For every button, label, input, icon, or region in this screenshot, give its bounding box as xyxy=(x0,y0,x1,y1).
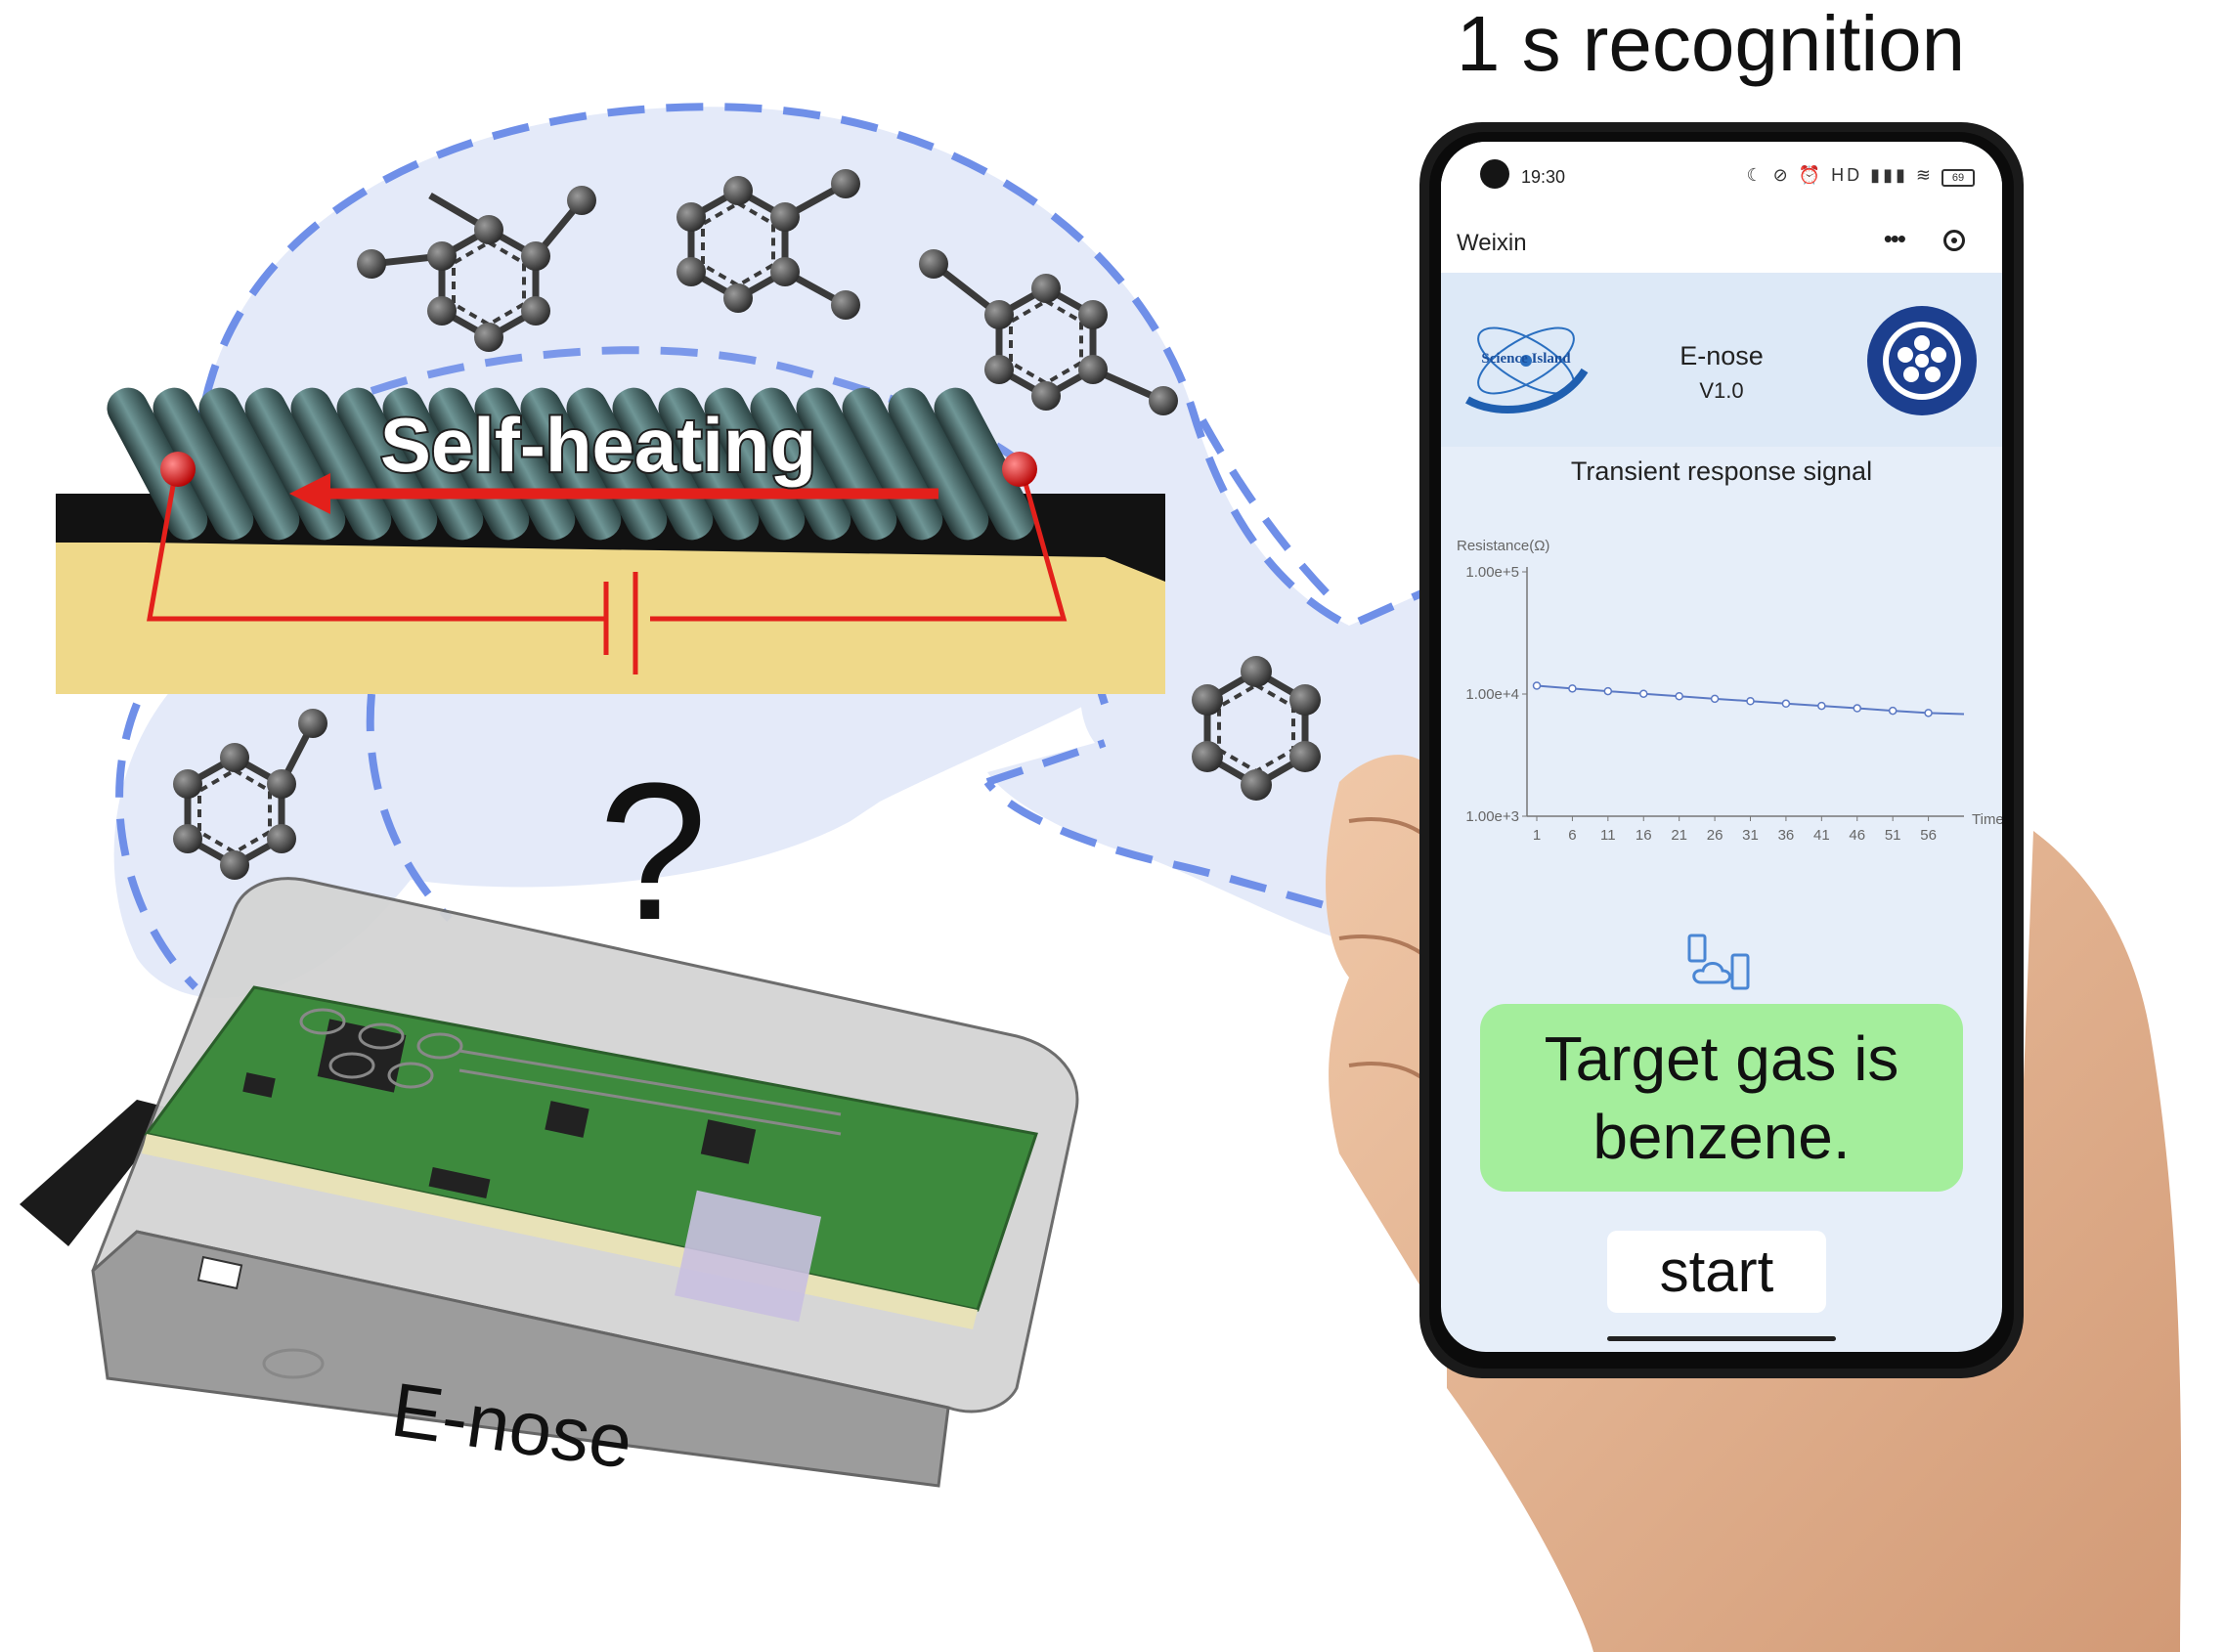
app-header: Science Island E-nose V1.0 xyxy=(1441,273,2002,447)
chart-x-tick-label: 36 xyxy=(1778,827,1795,844)
chart-point xyxy=(1603,686,1613,696)
chart-x-tick-label: 31 xyxy=(1742,827,1759,844)
chart-point xyxy=(1710,694,1720,704)
chart-x-tick-label: 46 xyxy=(1849,827,1865,844)
chart-point xyxy=(1639,689,1648,698)
molecule-para-xylene xyxy=(919,249,1178,415)
nanowire-rod xyxy=(796,387,897,541)
circuit-wire xyxy=(147,468,1068,674)
front-camera xyxy=(1480,159,1509,189)
chart-ylabel: Resistance(Ω) xyxy=(1457,538,1549,554)
chart-x-tick-label: 1 xyxy=(1533,827,1541,844)
status-icons: ☾ ⊘ ⏰ HD ▮▮▮ ≋ 69 xyxy=(1747,165,1975,187)
phone-screen: 19:30 ☾ ⊘ ⏰ HD ▮▮▮ ≋ 69 Weixin ••• Scien… xyxy=(1441,142,2002,1352)
close-miniprogram-icon[interactable] xyxy=(1943,230,1965,251)
nanowire-rod xyxy=(382,387,484,541)
chart-x-tick-label: 6 xyxy=(1568,827,1576,844)
result-line-2: benzene. xyxy=(1592,1102,1851,1172)
chart-point xyxy=(1568,684,1577,693)
app-name: E-nose xyxy=(1680,341,1764,370)
chart-point xyxy=(1888,706,1898,716)
chart-point xyxy=(1853,704,1861,713)
chart-point xyxy=(1924,709,1933,717)
chart-x-tick-label: 21 xyxy=(1671,827,1687,844)
nanowire-rod xyxy=(566,387,668,541)
figure-title: 1 s recognition xyxy=(1457,0,1965,87)
chart-y-tick-label: 1.00e+5 xyxy=(1465,564,1519,581)
signal-title: Transient response signal xyxy=(1570,456,1873,486)
battery-icon: 69 xyxy=(1941,169,1975,187)
chart-x-tick-label: 26 xyxy=(1707,827,1723,844)
chart-point xyxy=(1817,701,1826,711)
home-indicator xyxy=(1607,1336,1836,1341)
electrode-right xyxy=(1002,452,1037,487)
chart-x-tick-label: 11 xyxy=(1600,827,1616,844)
e-nose-device: E-nose xyxy=(20,877,1079,1488)
nanowire-rod xyxy=(336,387,438,541)
chart-point xyxy=(1781,699,1791,709)
chart-x-tick-label: 16 xyxy=(1636,827,1652,844)
nanowire-rod xyxy=(153,387,254,541)
nanowire-rod xyxy=(290,387,392,541)
nanowire-rod xyxy=(750,387,851,541)
nanowire-rod xyxy=(934,387,1035,541)
nanowire-rod xyxy=(107,387,208,541)
chart-x-tick-label: 41 xyxy=(1813,827,1830,844)
chart-x-tick-label: 51 xyxy=(1885,827,1901,844)
wechat-title-bar: Weixin ••• xyxy=(1441,212,2002,273)
current-arrow xyxy=(289,473,938,514)
status-indicator-icons: ☾ ⊘ ⏰ HD ▮▮▮ ≋ xyxy=(1746,165,1934,185)
science-island-text: Science Island xyxy=(1481,351,1571,367)
chart-point xyxy=(1532,681,1542,690)
result-box: Target gas is benzene. xyxy=(1480,1004,1963,1192)
chart-point xyxy=(1675,691,1683,701)
nanowire-rod xyxy=(474,387,576,541)
nanowire-rod xyxy=(198,387,300,541)
molecule-meta-xylene xyxy=(357,186,596,352)
science-island-logo: Science Island xyxy=(1465,326,1589,413)
molecule-benzene xyxy=(1192,656,1321,801)
self-heating-label: Self-heating xyxy=(380,402,816,488)
device-cloud-icon xyxy=(1687,934,1750,990)
electrode-left xyxy=(160,452,196,487)
nanowire-rod xyxy=(612,387,714,541)
result-line-1: Target gas is xyxy=(1544,1023,1899,1094)
status-time: 19:30 xyxy=(1521,167,1566,187)
chart-y-tick-label: 1.00e+4 xyxy=(1465,686,1519,703)
sensor-panel: Self-heating xyxy=(56,387,1165,694)
nanowire-rod xyxy=(428,387,530,541)
chart-point xyxy=(1746,696,1755,706)
question-mark: ? xyxy=(598,743,707,961)
nanowire-rod xyxy=(888,387,989,541)
nanowire-rod xyxy=(704,387,806,541)
chart-y-tick-label: 1.00e+3 xyxy=(1465,808,1519,825)
more-menu-icon[interactable]: ••• xyxy=(1883,224,1906,253)
chart-x-tick-label: 56 xyxy=(1920,827,1937,844)
nanowire-rod xyxy=(520,387,622,541)
status-bar: 19:30 ☾ ⊘ ⏰ HD ▮▮▮ ≋ 69 xyxy=(1441,142,2002,212)
transient-response-chart: Resistance(Ω) Time(ms 1.00e+5 1.00e+4 1.00e+… xyxy=(1457,538,2002,844)
wechat-title: Weixin xyxy=(1457,230,1527,256)
app-version: V1.0 xyxy=(1699,378,1744,403)
chart-xlabel: Time(ms xyxy=(1972,811,2002,828)
molecule-toluene xyxy=(173,709,327,880)
cas-seal-logo xyxy=(1867,306,1977,415)
nanowire-rod xyxy=(842,387,943,541)
start-button[interactable]: start xyxy=(1607,1231,1826,1313)
nanowire-rod xyxy=(658,387,760,541)
molecule-ortho-xylene xyxy=(676,169,860,320)
